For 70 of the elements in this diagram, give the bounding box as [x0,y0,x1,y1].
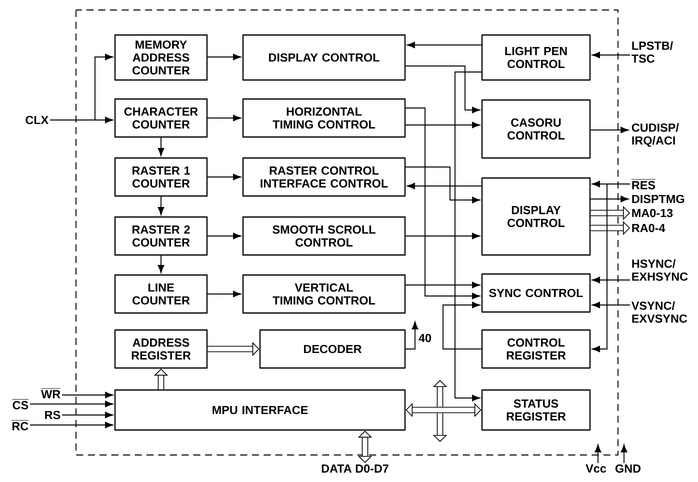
block-box: DISPLAY CONTROL [481,177,591,256]
signal-label: Vcc [586,464,606,473]
arrow [405,66,480,114]
arrow [207,232,241,240]
arrow [158,137,164,156]
block-box: LIGHT PEN CONTROL [481,34,591,81]
arrow [405,166,480,204]
signal-label: RS [45,410,60,420]
signal-label: LPSTB/ TSC [632,41,673,63]
arrow [62,392,113,398]
block-box: LINE COUNTER [114,274,208,314]
block-box: CONTROL REGISTER [481,329,591,369]
arrow [592,184,630,352]
arrow [594,444,602,464]
arrow [405,321,418,350]
arrow [407,42,482,48]
arrow [454,72,482,402]
arrow [592,52,630,58]
block-box: MEMORY ADDRESS COUNTER [114,34,208,81]
signal-label: RA0-4 [632,224,666,232]
arrow [406,402,482,418]
arrow [442,302,482,350]
block-box: RASTER CONTROL INTERFACE CONTROL [242,157,406,197]
signal-label: CLX [26,116,48,124]
signal-label: CS [12,399,29,410]
block-box: SYNC CONTROL [481,273,591,313]
block-box: RASTER 1 COUNTER [114,157,208,197]
arrow [405,232,480,240]
arrow [592,276,630,284]
block-box: DISPLAY CONTROL [242,34,406,81]
arrow [62,412,113,418]
arrow [358,430,372,463]
arrow [405,122,480,128]
signal-label: CUDISP/ IRQ/ACI [632,123,679,147]
arrow [30,422,113,428]
signal-label: WR [40,388,61,398]
arrow [158,196,164,215]
arrow [590,196,629,202]
arrow [620,444,628,464]
block-box: HORIZONTAL TIMING CONTROL [242,98,406,138]
signal-label: VSYNC/ EXVSYNC [632,301,688,323]
arrow [207,114,241,122]
arrow [592,302,630,308]
arrow [405,282,480,288]
arrow [30,400,113,408]
arrow [407,182,482,190]
signal-label: GND [615,464,641,473]
block-box: RASTER 2 COUNTER [114,216,208,256]
block-box: DECODER [259,329,406,369]
block-box: STATUS REGISTER [481,389,591,431]
signal-label: RES [631,179,656,190]
arrow [207,54,241,60]
signal-label: MA0-13 [632,208,673,218]
edge-label: 40 [417,332,433,344]
block-box: CHARACTER COUNTER [114,98,208,138]
block-box: ADDRESS REGISTER [114,329,208,369]
block-box: CASORU CONTROL [481,99,591,159]
arrow [158,255,164,273]
block-box: VERTICAL TIMING CONTROL [242,274,406,314]
arrow [207,174,241,180]
signal-label: DATA D0-D7 [322,464,388,473]
arrow [590,126,629,134]
signal-label: HSYNC/ EXHSYNC [632,259,688,281]
arrow [50,54,113,120]
block-box: SMOOTH SCROLL CONTROL [242,216,406,256]
arrow [405,108,480,300]
arrow [207,290,241,298]
signal-label: DISPTMG [632,194,684,204]
signal-label: RC [11,420,29,430]
block-box: MPU INTERFACE [114,389,406,431]
